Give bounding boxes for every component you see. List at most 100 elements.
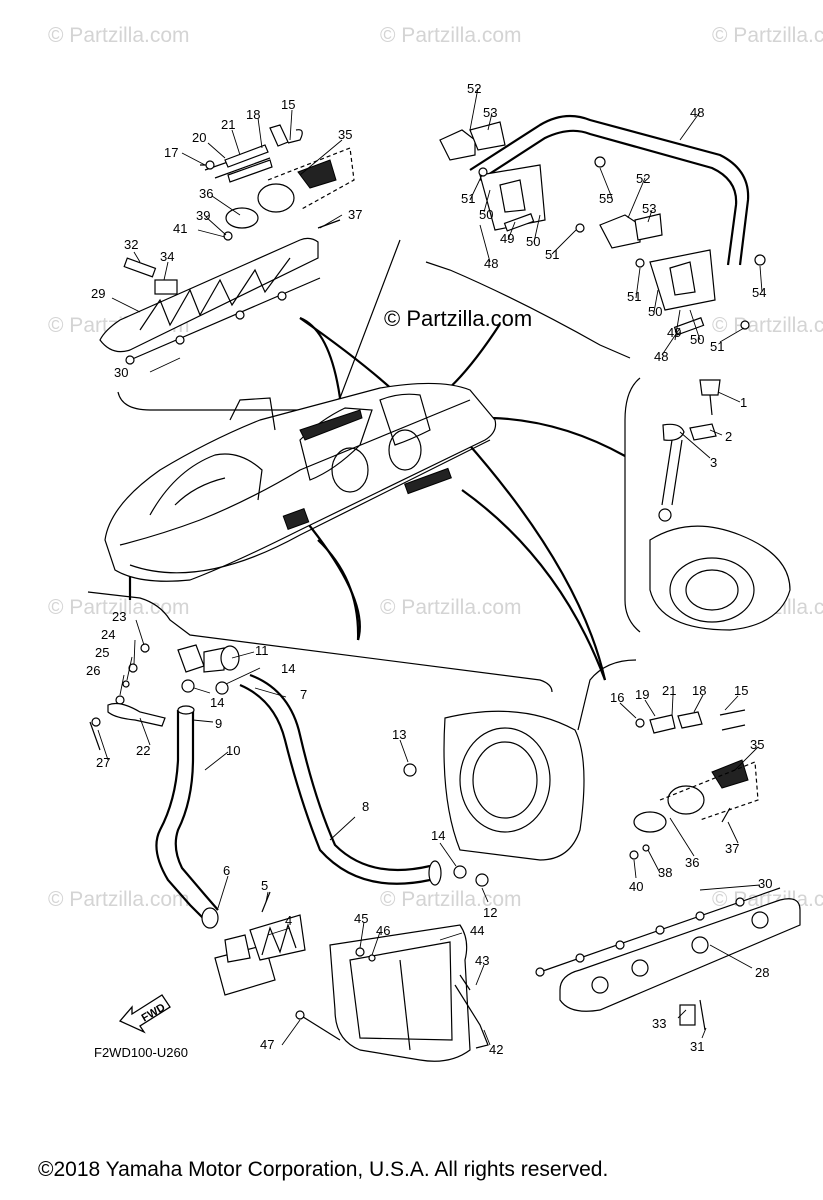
callout-45[interactable]: 45 bbox=[354, 911, 369, 926]
callout-36[interactable]: 36 bbox=[685, 855, 700, 870]
callout-48[interactable]: 48 bbox=[654, 349, 669, 364]
drain-plug-assembly bbox=[649, 379, 791, 631]
pointer-arrow bbox=[464, 439, 607, 681]
callout-51[interactable]: 51 bbox=[710, 339, 725, 354]
callout-51[interactable]: 51 bbox=[461, 191, 476, 206]
callout-14[interactable]: 14 bbox=[431, 828, 446, 843]
callout-23[interactable]: 23 bbox=[112, 609, 127, 624]
callout-35[interactable]: 35 bbox=[338, 127, 353, 142]
callout-3[interactable]: 3 bbox=[710, 455, 718, 470]
upper-left-bracket-assembly bbox=[99, 124, 355, 365]
callout-37[interactable]: 37 bbox=[348, 207, 363, 222]
callout-22[interactable]: 22 bbox=[136, 743, 151, 758]
callout-2[interactable]: 2 bbox=[725, 429, 733, 444]
callout-17[interactable]: 17 bbox=[164, 145, 179, 160]
hose-assembly bbox=[155, 644, 585, 921]
callout-39[interactable]: 39 bbox=[196, 208, 211, 223]
callout-13[interactable]: 13 bbox=[392, 727, 407, 742]
diagram-code: F2WD100-U260 bbox=[94, 1045, 188, 1060]
pointer-arrow bbox=[461, 489, 607, 681]
callout-47[interactable]: 47 bbox=[260, 1037, 275, 1052]
callout-52[interactable]: 52 bbox=[636, 171, 651, 186]
callout-50[interactable]: 50 bbox=[479, 207, 494, 222]
callout-52[interactable]: 52 bbox=[467, 81, 482, 96]
callout-10[interactable]: 10 bbox=[226, 743, 241, 758]
callout-43[interactable]: 43 bbox=[475, 953, 490, 968]
callout-5[interactable]: 5 bbox=[261, 878, 269, 893]
callout-15[interactable]: 15 bbox=[281, 97, 296, 112]
callout-48[interactable]: 48 bbox=[690, 105, 705, 120]
callout-28[interactable]: 28 bbox=[755, 965, 770, 980]
callout-1[interactable]: 1 bbox=[740, 395, 748, 410]
center-watermark: © Partzilla.com bbox=[384, 306, 533, 331]
callout-27[interactable]: 27 bbox=[96, 755, 111, 770]
watermark: © Partzilla.com bbox=[712, 314, 823, 337]
callout-12[interactable]: 12 bbox=[483, 905, 498, 920]
callout-18[interactable]: 18 bbox=[692, 683, 707, 698]
callout-14[interactable]: 14 bbox=[281, 661, 296, 676]
leader-lines bbox=[97, 87, 763, 1046]
callout-20[interactable]: 20 bbox=[192, 130, 207, 145]
callout-54[interactable]: 54 bbox=[752, 285, 767, 300]
callout-46[interactable]: 46 bbox=[376, 923, 391, 938]
pointer-arrow bbox=[299, 316, 342, 399]
callout-51[interactable]: 51 bbox=[627, 289, 642, 304]
callout-35[interactable]: 35 bbox=[750, 737, 765, 752]
callout-40[interactable]: 40 bbox=[629, 879, 644, 894]
callout-21[interactable]: 21 bbox=[221, 117, 236, 132]
callout-49[interactable]: 49 bbox=[667, 325, 682, 340]
control-box-parts bbox=[201, 891, 306, 996]
callout-16[interactable]: 16 bbox=[610, 690, 625, 705]
copyright-footer: ©2018 Yamaha Motor Corporation, U.S.A. A… bbox=[38, 1158, 609, 1181]
callout-4[interactable]: 4 bbox=[285, 913, 293, 928]
callout-48[interactable]: 48 bbox=[484, 256, 499, 271]
callout-51[interactable]: 51 bbox=[545, 247, 560, 262]
callout-49[interactable]: 49 bbox=[500, 231, 515, 246]
watermark: © Partzilla.com bbox=[380, 24, 522, 47]
callout-19[interactable]: 19 bbox=[635, 687, 650, 702]
fwd-arrow-icon bbox=[118, 994, 171, 1034]
watermark: © Partzilla.com bbox=[380, 596, 522, 619]
callout-53[interactable]: 53 bbox=[483, 105, 498, 120]
lower-right-bracket-assembly bbox=[535, 709, 801, 1031]
callout-8[interactable]: 8 bbox=[362, 799, 370, 814]
callout-7[interactable]: 7 bbox=[300, 687, 308, 702]
callout-36[interactable]: 36 bbox=[199, 186, 214, 201]
callout-24[interactable]: 24 bbox=[101, 627, 116, 642]
callout-32[interactable]: 32 bbox=[124, 237, 139, 252]
callout-50[interactable]: 50 bbox=[690, 332, 705, 347]
callout-30[interactable]: 30 bbox=[114, 365, 129, 380]
callout-30[interactable]: 30 bbox=[758, 876, 773, 891]
pointer-arrow bbox=[317, 539, 360, 641]
callout-42[interactable]: 42 bbox=[489, 1042, 504, 1057]
callout-9[interactable]: 9 bbox=[215, 716, 223, 731]
callout-6[interactable]: 6 bbox=[223, 863, 231, 878]
callout-53[interactable]: 53 bbox=[642, 201, 657, 216]
callout-11[interactable]: 11 bbox=[255, 643, 269, 658]
callout-18[interactable]: 18 bbox=[246, 107, 261, 122]
callout-55[interactable]: 55 bbox=[599, 191, 614, 206]
callout-25[interactable]: 25 bbox=[95, 645, 110, 660]
watermark: © Partzilla.com bbox=[48, 24, 190, 47]
callout-33[interactable]: 33 bbox=[652, 1016, 667, 1031]
pointer-arrow bbox=[299, 317, 396, 393]
callout-14[interactable]: 14 bbox=[210, 695, 225, 710]
frame-bracket-right bbox=[624, 377, 641, 633]
callout-37[interactable]: 37 bbox=[725, 841, 740, 856]
callout-38[interactable]: 38 bbox=[658, 865, 673, 880]
callout-26[interactable]: 26 bbox=[86, 663, 101, 678]
callout-50[interactable]: 50 bbox=[526, 234, 541, 249]
callout-34[interactable]: 34 bbox=[160, 249, 175, 264]
callout-31[interactable]: 31 bbox=[690, 1039, 705, 1054]
callout-50[interactable]: 50 bbox=[648, 304, 663, 319]
pointer-arrow bbox=[444, 323, 501, 393]
callout-21[interactable]: 21 bbox=[662, 683, 677, 698]
callout-44[interactable]: 44 bbox=[470, 923, 485, 938]
callout-29[interactable]: 29 bbox=[91, 286, 106, 301]
watermark: © Partzilla.com bbox=[48, 596, 190, 619]
callout-41[interactable]: 41 bbox=[173, 221, 188, 236]
frame-bracket-lower-right bbox=[577, 659, 637, 731]
callout-15[interactable]: 15 bbox=[734, 683, 749, 698]
